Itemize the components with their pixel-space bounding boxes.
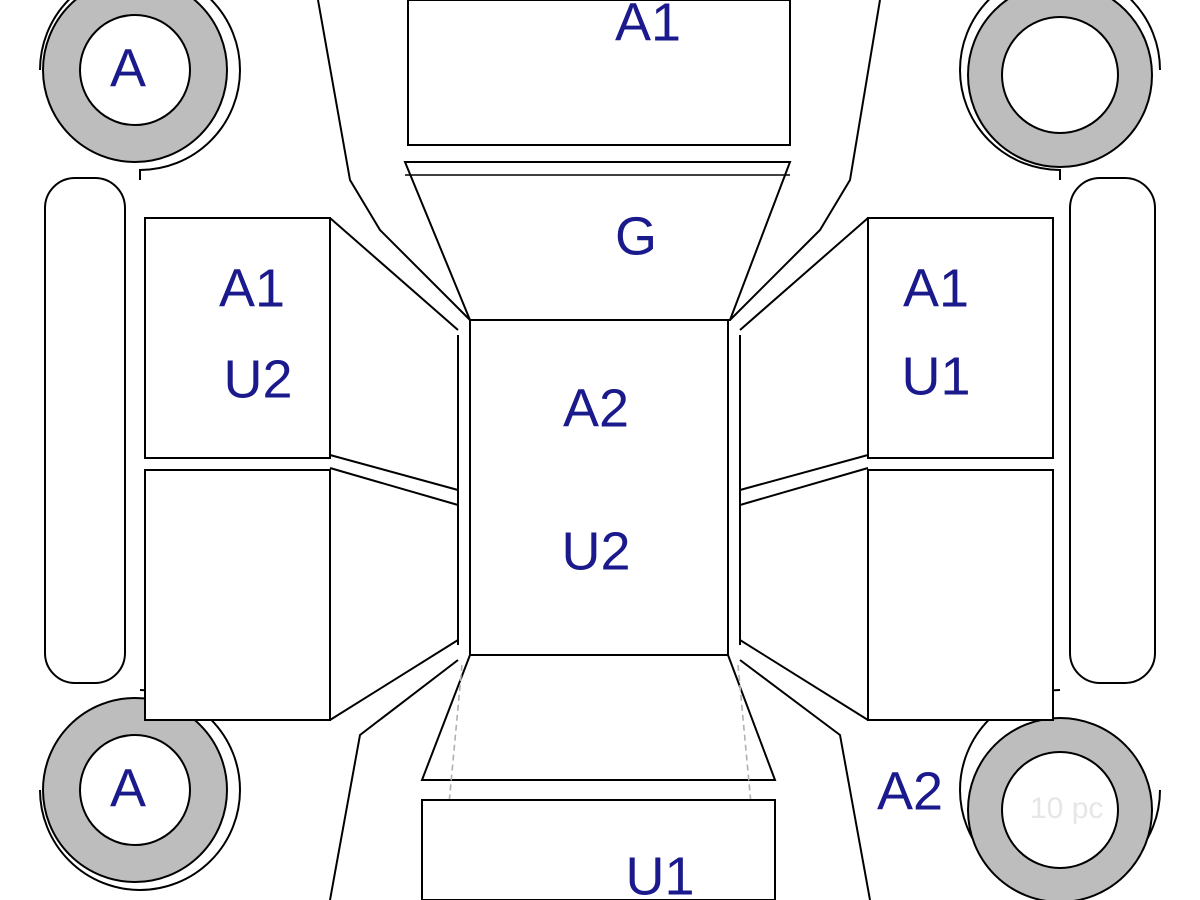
sill-left[interactable] bbox=[44, 177, 126, 684]
right-rear-quarter-label: A2 bbox=[877, 761, 943, 821]
fender-front-left[interactable] bbox=[317, 0, 471, 321]
panel-roof[interactable] bbox=[469, 319, 729, 656]
right-front-door-seam-2 bbox=[739, 467, 869, 506]
roof-label-top: A2 bbox=[563, 378, 629, 438]
hub-front-left bbox=[79, 14, 191, 126]
wheel-front-right[interactable] bbox=[967, 0, 1153, 168]
wheel-rear-left-label: A bbox=[110, 758, 146, 818]
trunk-label: U1 bbox=[625, 846, 694, 900]
quarter-rear-right[interactable] bbox=[739, 659, 871, 900]
hood-label: A1 bbox=[615, 0, 681, 52]
wheel-rear-right[interactable] bbox=[967, 717, 1153, 900]
windshield-label: G bbox=[615, 206, 657, 266]
wheel-front-left[interactable]: A bbox=[42, 0, 228, 163]
left-front-door-top bbox=[329, 217, 459, 331]
panel-trunk[interactable] bbox=[421, 799, 776, 900]
panel-rear-window[interactable] bbox=[420, 654, 777, 781]
panel-hood[interactable] bbox=[407, 0, 791, 146]
left-front-door-seam-1 bbox=[329, 454, 459, 491]
wheel-rear-left[interactable]: A bbox=[42, 697, 228, 883]
panel-right-rear-door[interactable] bbox=[867, 469, 1054, 721]
right-front-door-seam-1 bbox=[739, 454, 869, 491]
watermark: 10 pc bbox=[1030, 792, 1103, 825]
left-front-door-label-1: A1 bbox=[219, 258, 285, 318]
quarter-rear-left[interactable] bbox=[329, 659, 459, 900]
roof-label-bottom: U2 bbox=[561, 521, 630, 581]
hub-front-right bbox=[1001, 16, 1119, 134]
left-rear-door-bottom bbox=[329, 639, 459, 721]
right-front-door-label-2: U1 bbox=[901, 346, 970, 406]
right-rear-door-bottom bbox=[739, 639, 869, 721]
left-front-door-label-2: U2 bbox=[223, 349, 292, 409]
left-front-door-seam-2 bbox=[329, 467, 459, 506]
panel-left-rear-door[interactable] bbox=[144, 469, 331, 721]
right-front-door-label-1: A1 bbox=[903, 258, 969, 318]
fender-front-right[interactable] bbox=[729, 0, 881, 321]
arch-front-right bbox=[959, 0, 1161, 180]
wheel-front-left-label: A bbox=[110, 38, 146, 98]
hub-rear-right bbox=[1001, 751, 1119, 869]
hub-rear-left bbox=[79, 734, 191, 846]
panel-windshield[interactable] bbox=[403, 161, 792, 321]
panel-left-front-door[interactable] bbox=[144, 217, 331, 459]
arch-front-left bbox=[39, 0, 241, 180]
panel-right-front-door[interactable] bbox=[867, 217, 1054, 459]
sill-right[interactable] bbox=[1069, 177, 1156, 684]
right-front-door-top bbox=[739, 217, 869, 331]
